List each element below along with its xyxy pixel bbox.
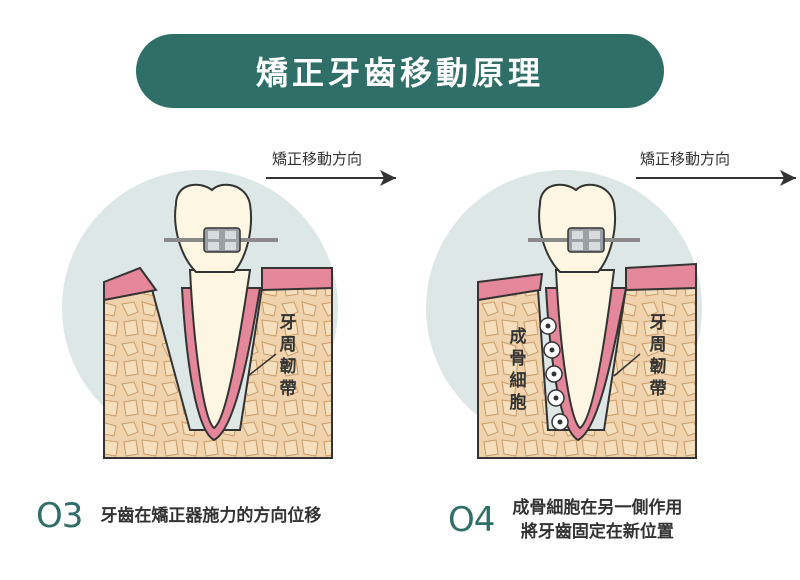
ligament-leader (613, 353, 641, 377)
gum-right (625, 262, 697, 292)
gum-left (103, 266, 158, 302)
page-title: 矯正牙齒移動原理 (255, 54, 544, 92)
bracket-icon (203, 227, 241, 253)
direction-label: 矯正移動方向 (272, 150, 363, 168)
title-banner: 矯正牙齒移動原理 (136, 34, 664, 108)
step-number: O3 (36, 496, 83, 536)
tooth-root (188, 269, 252, 430)
panel-step-4: 矯正移動方向 成骨細胞 牙周韌帶 (400, 140, 800, 470)
step-number: O4 (448, 500, 495, 540)
caption-text: 牙齒在矯正器施力的方向位移 (100, 506, 322, 526)
tooth-diagram-step-4 (426, 170, 796, 459)
panel-step-3: 矯正移動方向 牙周韌帶 (0, 140, 400, 470)
bracket-icon (567, 227, 605, 253)
gum-right (261, 267, 333, 292)
right-arrow-icon (636, 170, 796, 186)
osteoblast-label: 成骨細胞 (509, 327, 527, 413)
ligament-label: 牙周韌帶 (649, 313, 667, 399)
direction-label: 矯正移動方向 (640, 150, 731, 168)
caption-step-3: O3 牙齒在矯正器施力的方向位移 (36, 496, 321, 536)
gum-left (477, 272, 544, 302)
caption-line-2: 將牙齒固定在新位置 (520, 522, 674, 542)
ligament-leader (247, 353, 277, 377)
caption-text: 成骨細胞在另一側作用 將牙齒固定在新位置 (512, 496, 682, 544)
tooth-diagram-step-3 (62, 170, 396, 459)
ligament-label: 牙周韌帶 (279, 313, 297, 399)
tooth-root (554, 269, 616, 430)
caption-step-4: O4 成骨細胞在另一側作用 將牙齒固定在新位置 (448, 496, 682, 544)
right-arrow-icon (266, 170, 396, 186)
caption-line-1: 成骨細胞在另一側作用 (512, 498, 683, 518)
osteoblast-cell-icon (539, 317, 569, 431)
